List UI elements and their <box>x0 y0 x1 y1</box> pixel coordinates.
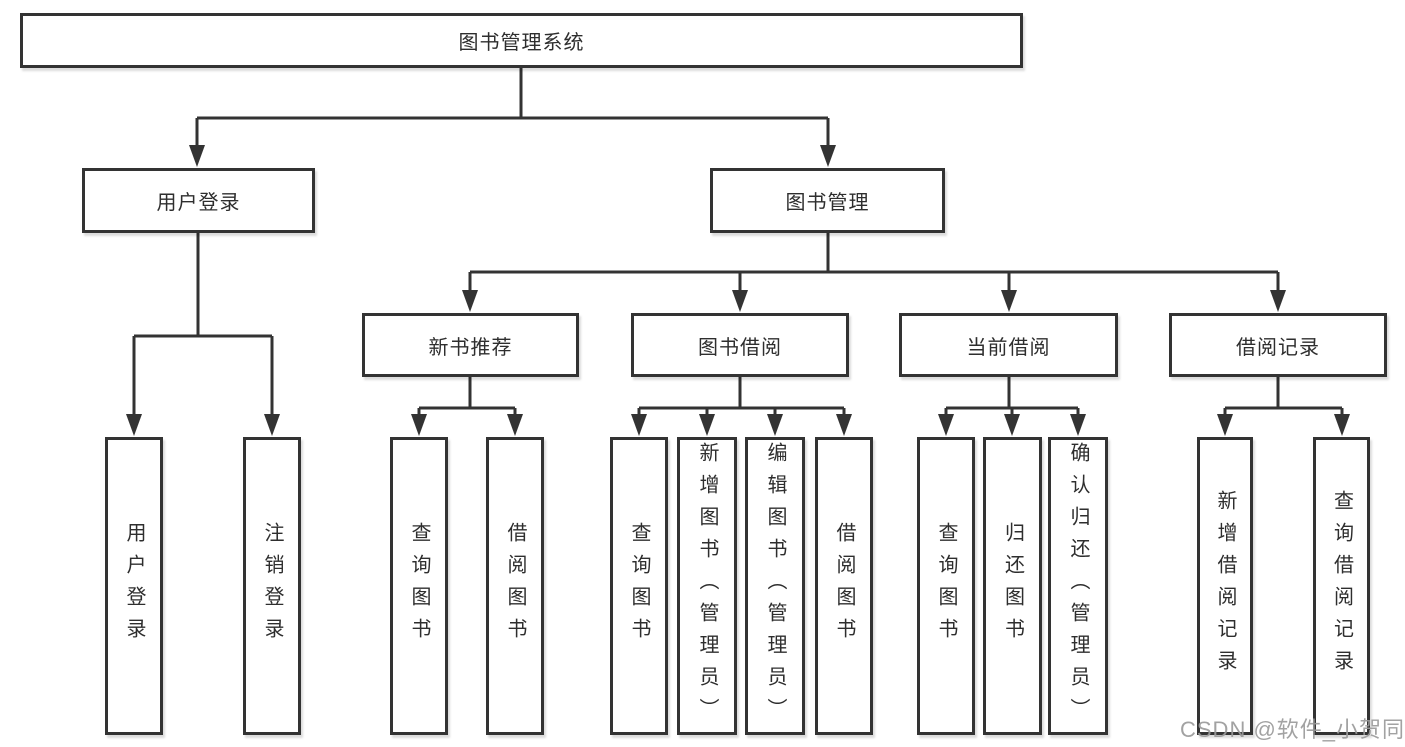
leaf-return-book: 归还图书 <box>983 437 1042 735</box>
leaf-borrow-query-books: 查询图书 <box>610 437 668 735</box>
node-book-borrow-label: 图书借阅 <box>698 336 782 359</box>
arrowheads <box>126 145 1350 436</box>
node-borrow-records: 借阅记录 <box>1169 313 1387 377</box>
leaf-recommend-borrow-books: 借阅图书 <box>486 437 544 735</box>
node-book-management: 图书管理 <box>710 168 945 233</box>
leaf-current-query-books: 查询图书 <box>917 437 975 735</box>
leaf-recommend-query-books: 查询图书 <box>390 437 448 735</box>
leaf-user-login: 用户登录 <box>105 437 163 735</box>
node-current-borrow: 当前借阅 <box>899 313 1118 377</box>
node-root-label: 图书管理系统 <box>458 32 585 54</box>
leaf-add-book-admin: 新增图书（管理员） <box>677 437 737 735</box>
leaf-add-borrow-record: 新增借阅记录 <box>1197 437 1253 735</box>
leaf-confirm-return-admin: 确认归还（管理员） <box>1048 437 1108 735</box>
leaf-logout: 注销登录 <box>243 437 301 735</box>
leaf-borrow-books: 借阅图书 <box>815 437 873 735</box>
node-user-login: 用户登录 <box>82 168 315 233</box>
node-borrow-records-label: 借阅记录 <box>1236 336 1320 359</box>
node-new-book-recommend: 新书推荐 <box>362 313 579 377</box>
node-user-login-label: 用户登录 <box>156 192 241 214</box>
node-current-borrow-label: 当前借阅 <box>966 336 1051 359</box>
node-root: 图书管理系统 <box>20 13 1023 68</box>
node-new-book-recommend-label: 新书推荐 <box>428 336 513 359</box>
leaf-edit-book-admin: 编辑图书（管理员） <box>745 437 805 735</box>
leaf-query-borrow-record: 查询借阅记录 <box>1313 437 1370 735</box>
watermark: CSDN @软件_小贺同学 <box>1180 717 1405 742</box>
node-book-management-label: 图书管理 <box>785 192 870 214</box>
node-book-borrow: 图书借阅 <box>631 313 849 377</box>
